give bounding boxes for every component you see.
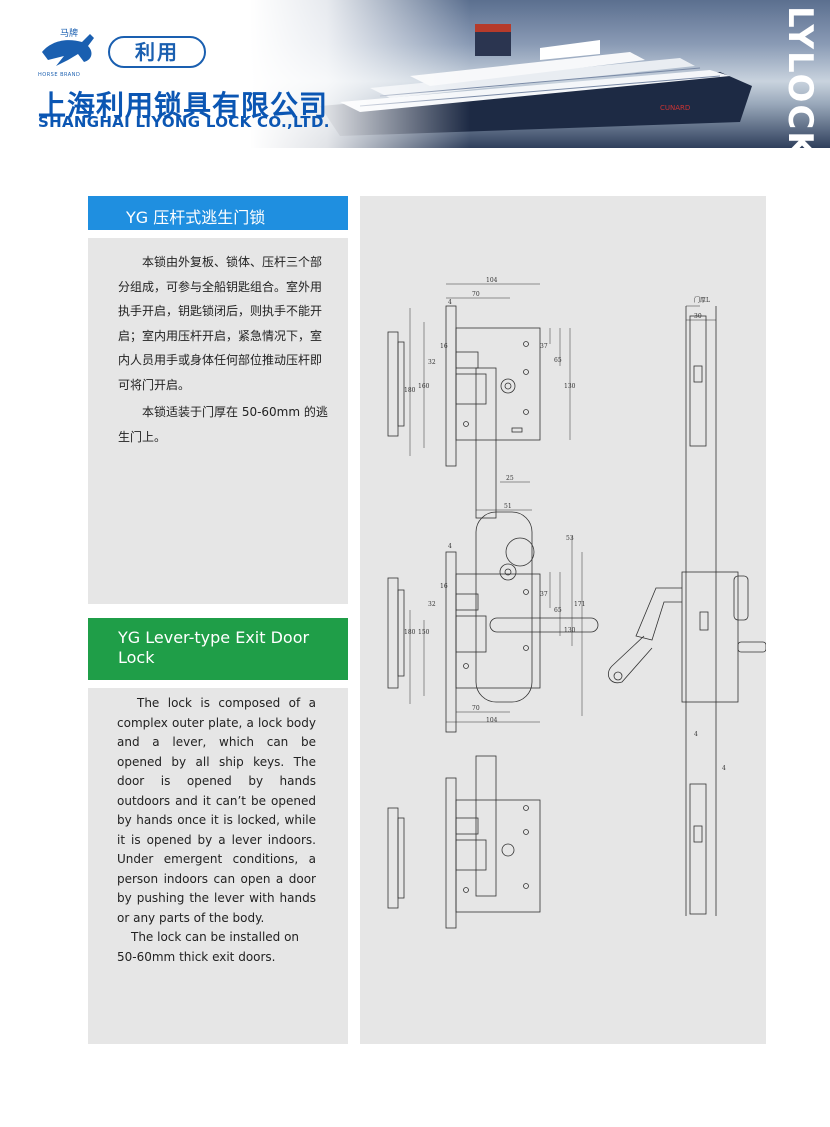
- top-dimension-lines: [409, 283, 571, 483]
- description-cn-paragraph: 本锁由外复板、锁体、压杆三个部分组成，可参与全船钥匙组合。室外用执手开启，钥匙锁…: [118, 255, 323, 392]
- dim-label: 180: [404, 629, 416, 636]
- dim-label: 65: [554, 357, 562, 364]
- description-cn-paragraph: 本锁适装于门厚在 50-60mm 的逃生门上。: [118, 405, 328, 444]
- lock-technical-drawing: 104 70 4 180 160 16 32 37 65 130 25 51 5…: [387, 277, 766, 929]
- product-title-cn: YG 压杆式逃生门锁: [126, 208, 266, 227]
- dim-label: 70: [472, 291, 480, 298]
- dim-label: 70: [472, 705, 480, 712]
- company-logo: 利用: [108, 36, 206, 68]
- dim-label: 180: [404, 387, 416, 394]
- dim-label: 53: [566, 535, 574, 542]
- side-brand: LYLOCK: [752, 0, 830, 160]
- dim-label: 104: [486, 717, 498, 724]
- dim-label: 37: [540, 343, 548, 350]
- middle-dimension-lines: [409, 509, 583, 723]
- dim-label: 32: [428, 601, 436, 608]
- header-banner: CUNARD 马牌 HORSE BRAND 利用 上海利用锁具有限公司 SHAN…: [0, 0, 830, 160]
- brand-mark-cn: 马牌: [60, 29, 79, 39]
- company-name-cn: 上海利用锁具有限公司: [38, 89, 329, 122]
- technical-drawing-panel: 104 70 4 180 160 16 32 37 65 130 25 51 5…: [360, 196, 766, 1044]
- dim-label: 32: [428, 359, 436, 366]
- description-en-paragraph: The lock is composed of a complex outer …: [117, 696, 316, 925]
- side-brand-text: LYLOCK: [780, 6, 820, 160]
- dim-label: 130: [564, 383, 576, 390]
- side-view-drawing: [608, 305, 766, 916]
- company-name-en: SHANGHAI LIYONG LOCK CO.,LTD.: [38, 113, 330, 131]
- description-en-paragraph: The lock can be installed on 50-60mm thi…: [117, 930, 300, 964]
- dim-label: 4: [694, 731, 698, 738]
- dim-label: 104: [486, 277, 498, 284]
- dim-label: 160: [418, 383, 430, 390]
- dim-label: 37: [540, 591, 548, 598]
- dim-label: 16: [440, 583, 448, 590]
- brand-mark-en: HORSE BRAND: [38, 72, 81, 78]
- product-title-en: YG Lever-type Exit Door Lock: [118, 628, 310, 667]
- dim-label: 4: [448, 543, 452, 550]
- dim-label: 65: [554, 607, 562, 614]
- horse-icon: [42, 34, 94, 66]
- dim-label: 25: [506, 475, 514, 482]
- description-en-box: The lock is composed of a complex outer …: [88, 688, 348, 1044]
- product-title-cn-bar: YG 压杆式逃生门锁: [88, 196, 348, 230]
- dim-label: 4: [722, 765, 726, 772]
- middle-lock-body: [387, 511, 599, 733]
- ship-hull-label: CUNARD: [660, 104, 690, 112]
- dim-label: 171: [574, 601, 585, 608]
- dim-label: 4: [448, 299, 452, 306]
- product-title-en-bar: YG Lever-type Exit Door Lock: [88, 618, 348, 680]
- dim-label: 150: [418, 629, 430, 636]
- dim-label: 门厚L: [694, 296, 710, 304]
- dim-label: 130: [564, 627, 576, 634]
- dimension-labels: 104 70 4 180 160 16 32 37 65 130 25 51 5…: [404, 277, 726, 772]
- bottom-lock-body: [387, 755, 541, 929]
- dim-label: 16: [440, 343, 448, 350]
- description-cn-box: 本锁由外复板、锁体、压杆三个部分组成，可参与全船钥匙组合。室外用执手开启，钥匙锁…: [88, 238, 348, 604]
- top-lock-body: [387, 305, 541, 519]
- dim-label: 30: [694, 313, 702, 320]
- dim-label: 51: [504, 503, 512, 510]
